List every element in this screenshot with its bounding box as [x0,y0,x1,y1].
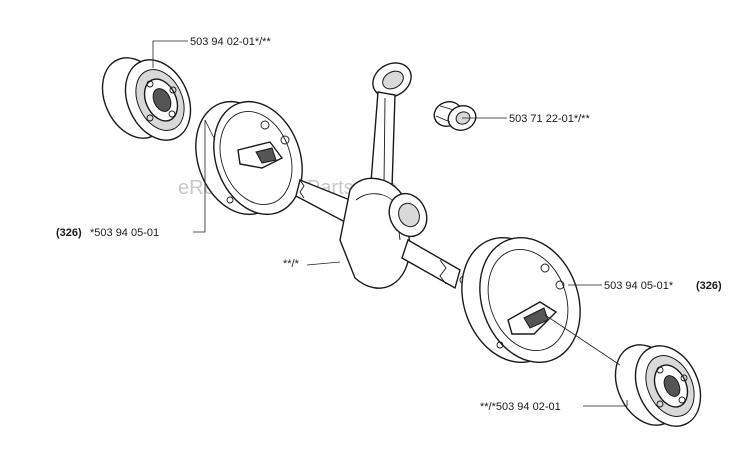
needle-bearing[interactable] [431,98,480,134]
label-left-half-ref: (326) [56,227,82,239]
label-right-half-part: 503 94 05-01* [604,280,674,292]
crank-half-left[interactable] [181,89,318,227]
leader-bearing-top [152,40,188,68]
crank-half-right[interactable] [445,223,597,376]
label-bearing-bottom: **/*503 94 02-01 [480,401,561,413]
label-right-half-ref: (326) [696,280,722,292]
ball-bearing-bottom[interactable] [603,334,713,436]
crankshaft[interactable] [295,177,469,290]
label-crankshaft: **/* [283,258,300,270]
leader-crankshaft [306,261,341,266]
leader-left-half [193,119,216,233]
leader-center-right [544,314,621,366]
label-left-half-part: *503 94 05-01 [90,227,159,239]
ball-bearing-top[interactable] [90,47,203,150]
label-needle-bearing: 503 71 22-01*/** [509,113,590,125]
label-bearing-top: 503 94 02-01*/** [190,36,271,48]
leader-bearing-bottom [583,400,628,407]
connecting-rod[interactable] [367,56,418,196]
